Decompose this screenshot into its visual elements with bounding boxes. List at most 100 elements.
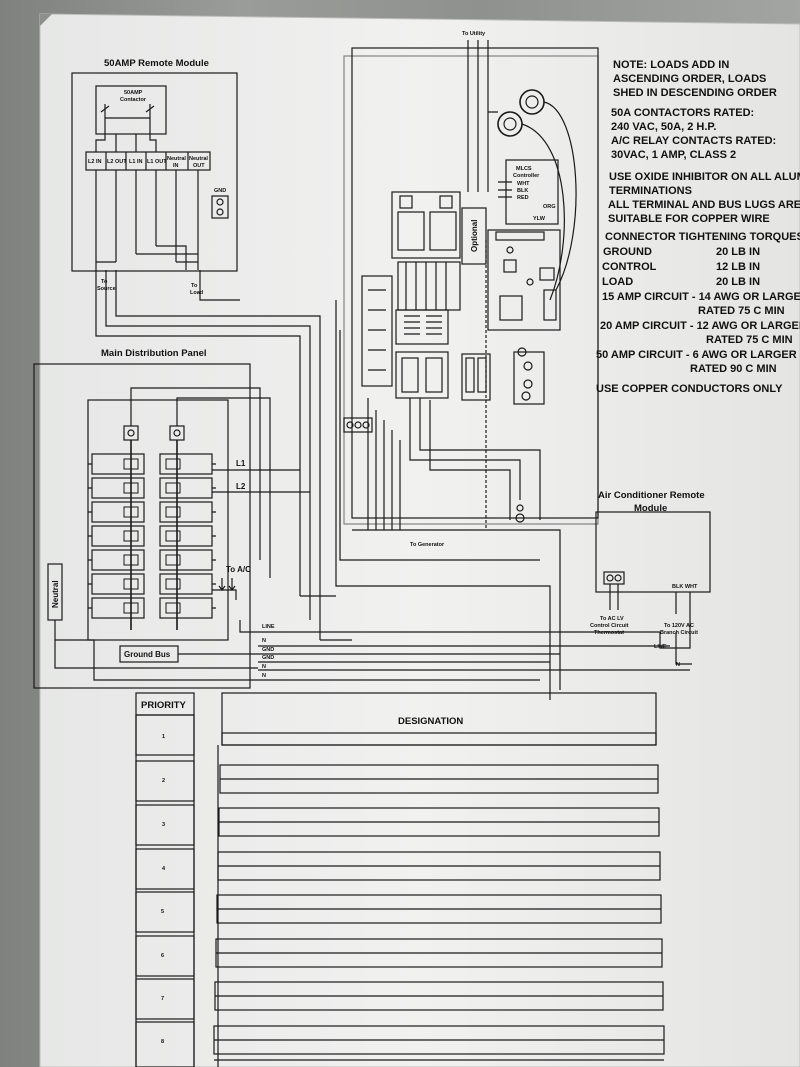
- torque-title: CONNECTOR TIGHTENING TORQUES:: [605, 231, 800, 243]
- note-line: 240 VAC, 50A, 2 H.P.: [611, 121, 716, 133]
- svg-text:4: 4: [162, 866, 166, 872]
- gnd-terminal: [211, 195, 229, 219]
- svg-text:IN: IN: [173, 163, 179, 169]
- svg-text:7: 7: [161, 996, 164, 1002]
- note-line: 30VAC, 1 AMP, CLASS 2: [611, 149, 736, 161]
- label-sheet: [39, 13, 800, 1067]
- note-line: A/C RELAY CONTACTS RATED:: [611, 135, 776, 147]
- svg-text:Contactor: Contactor: [120, 97, 147, 103]
- table-row: 6: [135, 935, 663, 977]
- note-line: USE OXIDE INHIBITOR ON ALL ALUMI: [609, 171, 800, 183]
- remote-module-title: 50AMP Remote Module: [104, 58, 209, 69]
- torque-name: CONTROL: [602, 261, 657, 273]
- table-row: 8: [135, 1021, 665, 1067]
- designation-header: DESIGNATION: [398, 716, 463, 727]
- note-line: ALL TERMINAL AND BUS LUGS ARE: [608, 199, 800, 211]
- note-line: ASCENDING ORDER, LOADS: [613, 73, 766, 85]
- svg-text:L2 IN: L2 IN: [88, 159, 101, 165]
- svg-text:L1: L1: [236, 459, 246, 468]
- svg-text:LINE: LINE: [262, 624, 275, 630]
- torque-name: GROUND: [603, 246, 652, 258]
- svg-text:WHT: WHT: [517, 181, 530, 187]
- svg-text:Load: Load: [190, 290, 203, 296]
- priority-table: PRIORITY DESIGNATION 1 2 3 4: [135, 692, 665, 1067]
- notes-block: NOTE: LOADS ADD IN ASCENDING ORDER, LOAD…: [596, 59, 800, 395]
- torque-value: 12 LB IN: [716, 261, 760, 273]
- svg-text:Neutral: Neutral: [189, 156, 208, 162]
- svg-text:L2 OUT: L2 OUT: [107, 159, 127, 165]
- table-row: 3: [135, 804, 660, 846]
- svg-text:Thermostat: Thermostat: [594, 630, 624, 636]
- neutral-label: Neutral: [51, 580, 60, 608]
- circuit-rating: RATED 75 C MIN: [706, 334, 793, 346]
- ac-remote-module: Air Conditioner Remote Module BLK WHT To…: [590, 490, 711, 668]
- svg-text:Air Conditioner Remote: Air Conditioner Remote: [598, 490, 705, 501]
- note-line: NOTE: LOADS ADD IN: [613, 59, 729, 71]
- designation-field[interactable]: [221, 732, 657, 746]
- mlcs-controller: [505, 159, 559, 225]
- svg-text:8: 8: [161, 1039, 164, 1045]
- circuit-line: 50 AMP CIRCUIT - 6 AWG OR LARGER: [596, 349, 797, 361]
- svg-text:BLK WHT: BLK WHT: [672, 584, 698, 590]
- svg-text:To AC LV: To AC LV: [600, 616, 624, 622]
- svg-text:50AMP: 50AMP: [124, 90, 143, 96]
- svg-text:LINE: LINE: [654, 644, 667, 650]
- circuit-rating: RATED 90 C MIN: [690, 363, 777, 375]
- table-row: 4: [135, 848, 661, 890]
- svg-text:N: N: [676, 662, 680, 668]
- optional-box: [461, 207, 487, 265]
- note-line: TERMINATIONS: [609, 185, 692, 197]
- priority-header: PRIORITY: [141, 700, 187, 711]
- table-row: 1: [135, 714, 657, 756]
- svg-text:RED: RED: [517, 195, 529, 201]
- svg-text:GND: GND: [262, 655, 274, 661]
- ac-lv-terminal: [603, 571, 625, 585]
- svg-text:Controller: Controller: [513, 173, 540, 179]
- table-row: 5: [135, 891, 662, 933]
- note-line: SHED IN DESCENDING ORDER: [613, 87, 777, 99]
- svg-text:To 120V AC: To 120V AC: [664, 623, 694, 629]
- svg-text:L2: L2: [236, 482, 246, 491]
- controller-board: [487, 229, 561, 331]
- note-line: SUITABLE FOR COPPER WIRE: [608, 213, 770, 225]
- neutral-lug: [513, 351, 545, 405]
- note-line: 50A CONTACTORS RATED:: [611, 107, 754, 119]
- table-row: 2: [135, 760, 659, 802]
- table-row: 7: [135, 978, 664, 1020]
- svg-text:N: N: [262, 638, 266, 644]
- svg-text:Ground Bus: Ground Bus: [124, 650, 171, 659]
- to-generator-label: To Generator: [410, 542, 445, 548]
- svg-text:GND: GND: [214, 188, 226, 194]
- svg-text:Branch Circuit: Branch Circuit: [660, 630, 698, 636]
- main-panel-title: Main Distribution Panel: [101, 348, 207, 359]
- svg-text:YLW: YLW: [533, 216, 546, 222]
- remote-module: 50AMP Remote Module 50AMP Contactor L2 I…: [71, 58, 321, 640]
- circuit-line: 20 AMP CIRCUIT - 12 AWG OR LARGER: [600, 320, 800, 332]
- svg-text:Neutral: Neutral: [167, 156, 186, 162]
- sheet-corner: [40, 14, 52, 26]
- svg-text:N: N: [262, 673, 266, 679]
- svg-text:6: 6: [161, 953, 164, 959]
- svg-text:BLK: BLK: [517, 188, 528, 194]
- svg-text:To: To: [191, 283, 198, 289]
- svg-text:To A/C: To A/C: [226, 565, 251, 574]
- svg-text:N: N: [262, 664, 266, 670]
- main-distribution-panel: Main Distribution Panel L1 L2 To A/C Neu…: [33, 348, 690, 689]
- terminal-strip: [85, 151, 211, 171]
- svg-text:OUT: OUT: [193, 163, 205, 169]
- copper-note: USE COPPER CONDUCTORS ONLY: [596, 383, 783, 395]
- svg-text:5: 5: [161, 909, 164, 915]
- svg-text:To: To: [101, 279, 108, 285]
- svg-text:L1 OUT: L1 OUT: [147, 159, 167, 165]
- torque-value: 20 LB IN: [716, 276, 760, 288]
- svg-text:GND: GND: [262, 647, 274, 653]
- svg-text:ORG: ORG: [543, 204, 556, 210]
- breaker-rows: [88, 453, 216, 619]
- svg-text:2: 2: [162, 778, 165, 784]
- circuit-line: 15 AMP CIRCUIT - 14 AWG OR LARGER: [602, 291, 800, 303]
- svg-text:MLCS: MLCS: [516, 166, 532, 172]
- svg-text:Module: Module: [634, 503, 667, 514]
- contactor-box: [95, 85, 167, 135]
